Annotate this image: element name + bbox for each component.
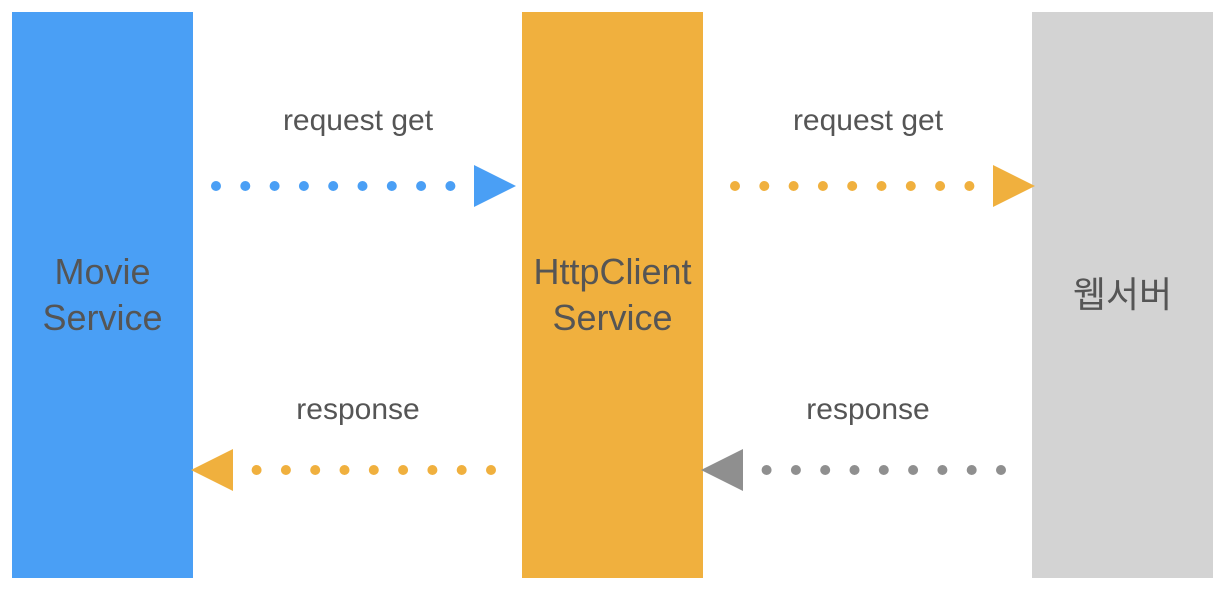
web-server-title: 웹서버	[1072, 274, 1173, 315]
arrow-dot	[937, 465, 948, 475]
arrow-dot	[427, 465, 438, 475]
response-arrow-http-to-movie	[191, 449, 496, 491]
arrow-dot	[849, 465, 860, 475]
arrowhead-left-icon	[191, 449, 233, 491]
request-label-http-to-web: request get	[792, 104, 944, 137]
arrow-dot	[817, 181, 828, 191]
arrow-dot	[486, 465, 496, 475]
arrow-dot	[878, 465, 889, 475]
arrow-dot	[211, 181, 221, 191]
web-server-lane: 웹서버	[1032, 12, 1213, 578]
request-label-movie-to-http: request get	[282, 104, 434, 137]
arrow-dot	[251, 465, 262, 475]
arrow-dot	[357, 181, 368, 191]
httpclient-service-lane: HttpClient Service	[522, 12, 703, 578]
arrow-dot	[339, 465, 350, 475]
arrow-dot	[964, 181, 975, 191]
arrow-dot	[908, 465, 919, 475]
arrow-dot	[788, 181, 799, 191]
arrow-dot	[368, 465, 379, 475]
arrow-dot	[790, 465, 801, 475]
arrow-dot	[269, 181, 280, 191]
arrow-dot	[935, 181, 946, 191]
arrow-dot	[456, 465, 467, 475]
arrow-dot	[240, 181, 251, 191]
arrow-dot	[761, 465, 772, 475]
response-label-http-to-movie: response	[296, 393, 420, 426]
response-label-web-to-http: response	[806, 393, 930, 426]
arrow-dot	[996, 465, 1006, 475]
arrow-dot	[328, 181, 339, 191]
request-arrow-movie-to-http	[211, 165, 516, 207]
request-arrow-http-to-web	[730, 165, 1035, 207]
arrow-dot	[386, 181, 397, 191]
httpclient-service-title: HttpClient Service	[533, 251, 692, 338]
arrow-dot	[847, 181, 858, 191]
arrowhead-right-icon	[474, 165, 516, 207]
arrow-dot	[298, 181, 309, 191]
arrow-dot	[310, 465, 321, 475]
movie-service-lane: Movie Service	[12, 12, 193, 578]
arrow-dot	[820, 465, 831, 475]
arrow-dot	[966, 465, 977, 475]
movie-service-title: Movie Service	[42, 251, 163, 338]
arrow-dot	[280, 465, 291, 475]
arrowhead-right-icon	[993, 165, 1035, 207]
arrow-dot	[416, 181, 427, 191]
arrow-dot	[759, 181, 770, 191]
arrow-dot	[730, 181, 740, 191]
arrow-dot	[876, 181, 887, 191]
arrow-dot	[398, 465, 409, 475]
response-arrow-web-to-http	[701, 449, 1006, 491]
arrow-dot	[445, 181, 456, 191]
arrowhead-left-icon	[701, 449, 743, 491]
arrow-dot	[905, 181, 916, 191]
